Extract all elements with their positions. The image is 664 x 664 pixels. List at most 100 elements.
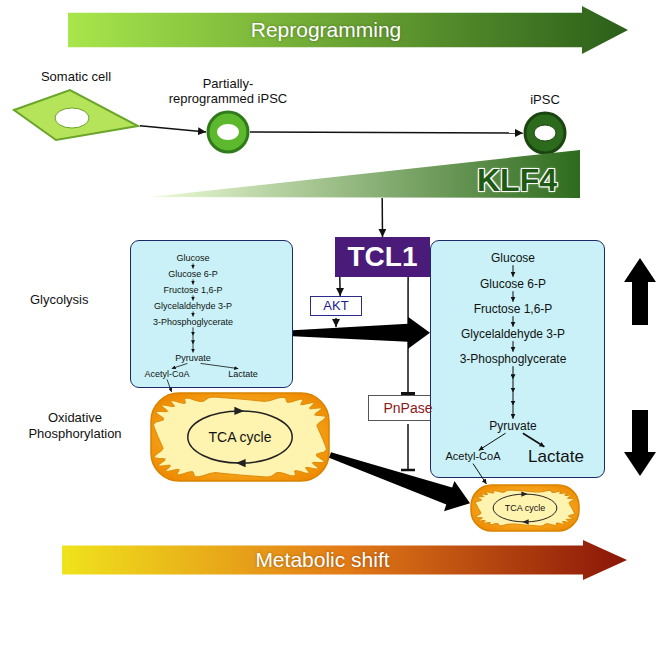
metabolite-label: Pyruvate — [174, 353, 212, 364]
arrow-line — [193, 263, 194, 268]
metabolite-label: Glucose — [490, 251, 536, 265]
arrow-line — [201, 363, 239, 368]
arrow-line — [513, 265, 514, 277]
node-text: KLF4 — [477, 161, 557, 199]
node-text: Reprogramming — [251, 17, 402, 42]
node-text: TCL1 — [348, 240, 418, 274]
metabolite-label: Lactate — [527, 447, 585, 467]
glycolysis-panel: GlucoseGlucose 6-P Fructose 1,6-P Glycelal… — [130, 240, 293, 388]
node-text: PnPase — [383, 400, 432, 417]
activation-line — [335, 318, 337, 327]
metabolic-shift-band: Metabolic shift — [62, 540, 627, 580]
glycolysis-panel: GlucoseGlucose 6-P Fructose 1,6-P Glycelal… — [430, 240, 605, 478]
node-text: Acetyl-CoA — [445, 450, 500, 463]
node-text: Glucose 6-P — [168, 269, 218, 280]
cycle-arrowhead — [234, 407, 244, 415]
cell-body — [525, 113, 565, 153]
ipsc-cell: iPSC — [523, 111, 567, 155]
node-text: Glycelaldehyde 3-P — [461, 327, 565, 341]
node-text: Glucose — [491, 251, 535, 265]
partial-ipsc-cell: Partially-reprogrammed iPSC — [206, 110, 250, 154]
arrow-line — [193, 327, 194, 352]
tcl1-box: TCL1 — [335, 237, 430, 277]
node-text: Glycelaldehyde 3-P — [154, 301, 232, 312]
reprogramming-band: Reprogramming — [68, 6, 628, 54]
mitochondrion: TCA cycle — [150, 392, 330, 482]
row-label: Oxidative Phosphorylation — [6, 410, 144, 441]
arrow-line — [523, 433, 545, 447]
shift-arrow — [325, 440, 475, 518]
arrow-line — [193, 295, 194, 300]
inhibition-line — [407, 424, 409, 470]
arrow-line — [193, 311, 194, 316]
arrow-line — [193, 279, 194, 284]
node-text: 3-Phosphoglycerate — [460, 352, 567, 366]
node-text: Fructose 1,6-P — [163, 285, 222, 296]
node-text: Somatic cell — [41, 69, 111, 85]
node-text: Lactate — [228, 369, 258, 380]
node-text: Glucose — [176, 253, 209, 264]
node-shape — [12, 88, 140, 142]
cycle-ring — [493, 494, 557, 522]
node-text: Pyruvate — [489, 419, 536, 433]
arrow-line — [167, 379, 172, 392]
metabolite-label: Glucose 6-P — [167, 269, 219, 280]
node-text: Lactate — [528, 447, 584, 467]
node-text: Acetyl-CoA — [144, 369, 189, 380]
arrow-line — [473, 464, 487, 484]
node-text: AKT — [323, 298, 348, 314]
inhibition-bar — [401, 469, 415, 472]
metabolite-label: Fructose 1,6-P — [473, 302, 554, 316]
arrow-line — [513, 316, 514, 327]
node-text: TCA cycle — [208, 429, 271, 446]
metabolite-label: Lactate — [227, 369, 259, 380]
node-text: TCA cycle — [505, 503, 546, 514]
metabolite-label: Glycelaldehyde 3-P — [153, 301, 233, 312]
metabolite-label: 3-Phosphoglycerate — [152, 317, 234, 328]
node-text: Metabolic shift — [255, 547, 389, 572]
metabolite-label: Acetyl-CoA — [444, 450, 501, 463]
akt-box: AKT — [310, 296, 362, 316]
metabolite-label: Fructose 1,6-P — [162, 285, 223, 296]
cell-nucleus — [217, 124, 239, 140]
mitochondrion-outer — [471, 485, 579, 531]
decrease-arrow — [624, 410, 656, 476]
cycle-arrowhead — [236, 459, 246, 467]
cycle-ring — [188, 411, 292, 463]
metabolite-label: Glycelaldehyde 3-P — [460, 327, 566, 341]
band-arrow — [68, 6, 628, 54]
band-arrow — [62, 540, 627, 580]
mitochondrion-cristae — [475, 490, 574, 526]
klf4-wedge: KLF4 — [150, 150, 580, 198]
cell-nucleus — [534, 125, 556, 141]
arrow-line — [513, 341, 514, 352]
cell-nucleus — [55, 108, 89, 128]
mitochondrion-outer — [151, 393, 329, 481]
arrow-line — [339, 277, 341, 296]
arrow-line — [250, 132, 523, 133]
cell-body — [14, 90, 138, 140]
mitochondrion-cristae — [153, 397, 326, 477]
arrow-line — [172, 363, 188, 368]
row-label: Glycolysis — [30, 292, 89, 308]
metabolite-label: Pyruvate — [488, 419, 537, 433]
metabolite-label: Glucose 6-P — [479, 277, 547, 291]
arrow-line — [513, 366, 514, 419]
node-text: Glucose 6-P — [480, 277, 546, 291]
node-text: Partially-reprogrammed iPSC — [167, 76, 289, 107]
node-shape — [523, 111, 567, 155]
arrow-line — [513, 291, 514, 302]
node-text: 3-Phosphoglycerate — [153, 317, 233, 328]
somatic-cell: Somatic cell — [12, 88, 140, 142]
metabolite-label: Glucose — [175, 253, 210, 264]
metabolite-label: 3-Phosphoglycerate — [459, 352, 568, 366]
shift-arrow — [293, 317, 430, 349]
arrow-line — [479, 433, 506, 450]
metabolite-label: Acetyl-CoA — [143, 369, 190, 380]
node-text: Pyruvate — [175, 353, 211, 364]
cycle-arrowhead — [521, 491, 527, 496]
increase-arrow — [624, 258, 656, 325]
node-text: Fructose 1,6-P — [474, 302, 553, 316]
cell-body — [208, 112, 248, 152]
